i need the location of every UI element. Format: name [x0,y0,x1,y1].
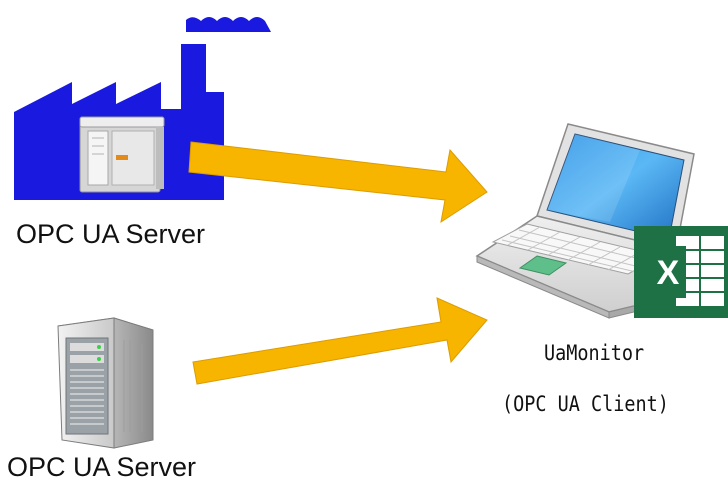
factory-server-box-icon [79,116,165,193]
svg-text:X: X [657,254,680,292]
client-role-label: (OPC UA Client) [502,392,669,416]
factory-icon [14,17,271,200]
server-tower-icon [57,317,154,449]
arrow-server-1-to-client [188,141,488,224]
arrow-server-2-to-client [192,297,488,385]
server-2-label: OPC UA Server [7,452,197,482]
excel-icon: X [634,226,728,318]
client-name-label: UaMonitor [544,341,645,365]
server-1-label: OPC UA Server [16,219,206,249]
